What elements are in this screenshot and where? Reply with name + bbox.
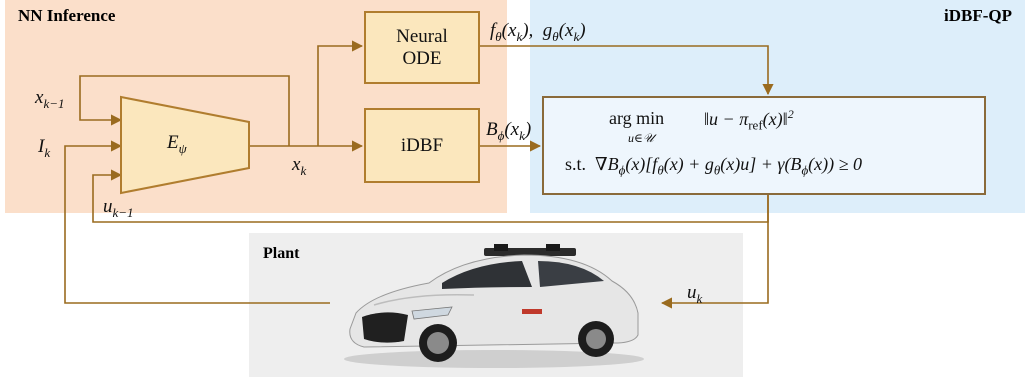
wire-uk (660, 194, 769, 309)
signal-i-k: Ik (38, 136, 51, 160)
qp-argmin-sub: u∈𝒰 (628, 131, 654, 145)
neural-ode-label-line2: ODE (402, 47, 442, 69)
signal-x-km1: xk−1 (35, 87, 65, 111)
signal-u-km1: uk−1 (103, 196, 134, 220)
autonomous-car-image (344, 244, 644, 368)
idbf-block: iDBF (364, 108, 480, 183)
wire-ode-qp (480, 45, 774, 96)
plant-title: Plant (263, 245, 300, 262)
encoder-label: Eψ (167, 132, 187, 156)
signal-u-k: uk (687, 282, 703, 306)
nn-inference-title: NN Inference (18, 6, 116, 25)
wire-to-ode (317, 40, 364, 146)
idbf-label: iDBF (400, 134, 444, 156)
qp-objective: ‖u − πref(x)‖2 (704, 107, 794, 133)
idbf-qp-block: arg min u∈𝒰 ‖u − πref(x)‖2 s.t. ∇Bϕ(x)[f… (542, 96, 986, 195)
wire-ik (64, 140, 330, 304)
encoder-block (120, 95, 250, 195)
signal-f-g: fθ(xk), gθ(xk) (490, 20, 586, 44)
qp-argmin: arg min (609, 108, 665, 128)
wire-xk-loop (79, 75, 290, 146)
neural-ode-label-line1: Neural (396, 25, 448, 47)
idbf-qp-title: iDBF-QP (944, 6, 1012, 25)
neural-ode-block: Neural ODE (364, 11, 480, 84)
wire-xkm1 (79, 104, 123, 126)
signal-x-k: xk (292, 154, 307, 178)
signal-b-phi: Bϕ(xk) (486, 119, 532, 143)
qp-constraint: s.t. ∇Bϕ(x)[fθ(x) + gθ(x)u] + γ(Bϕ(x)) ≥… (565, 154, 863, 178)
